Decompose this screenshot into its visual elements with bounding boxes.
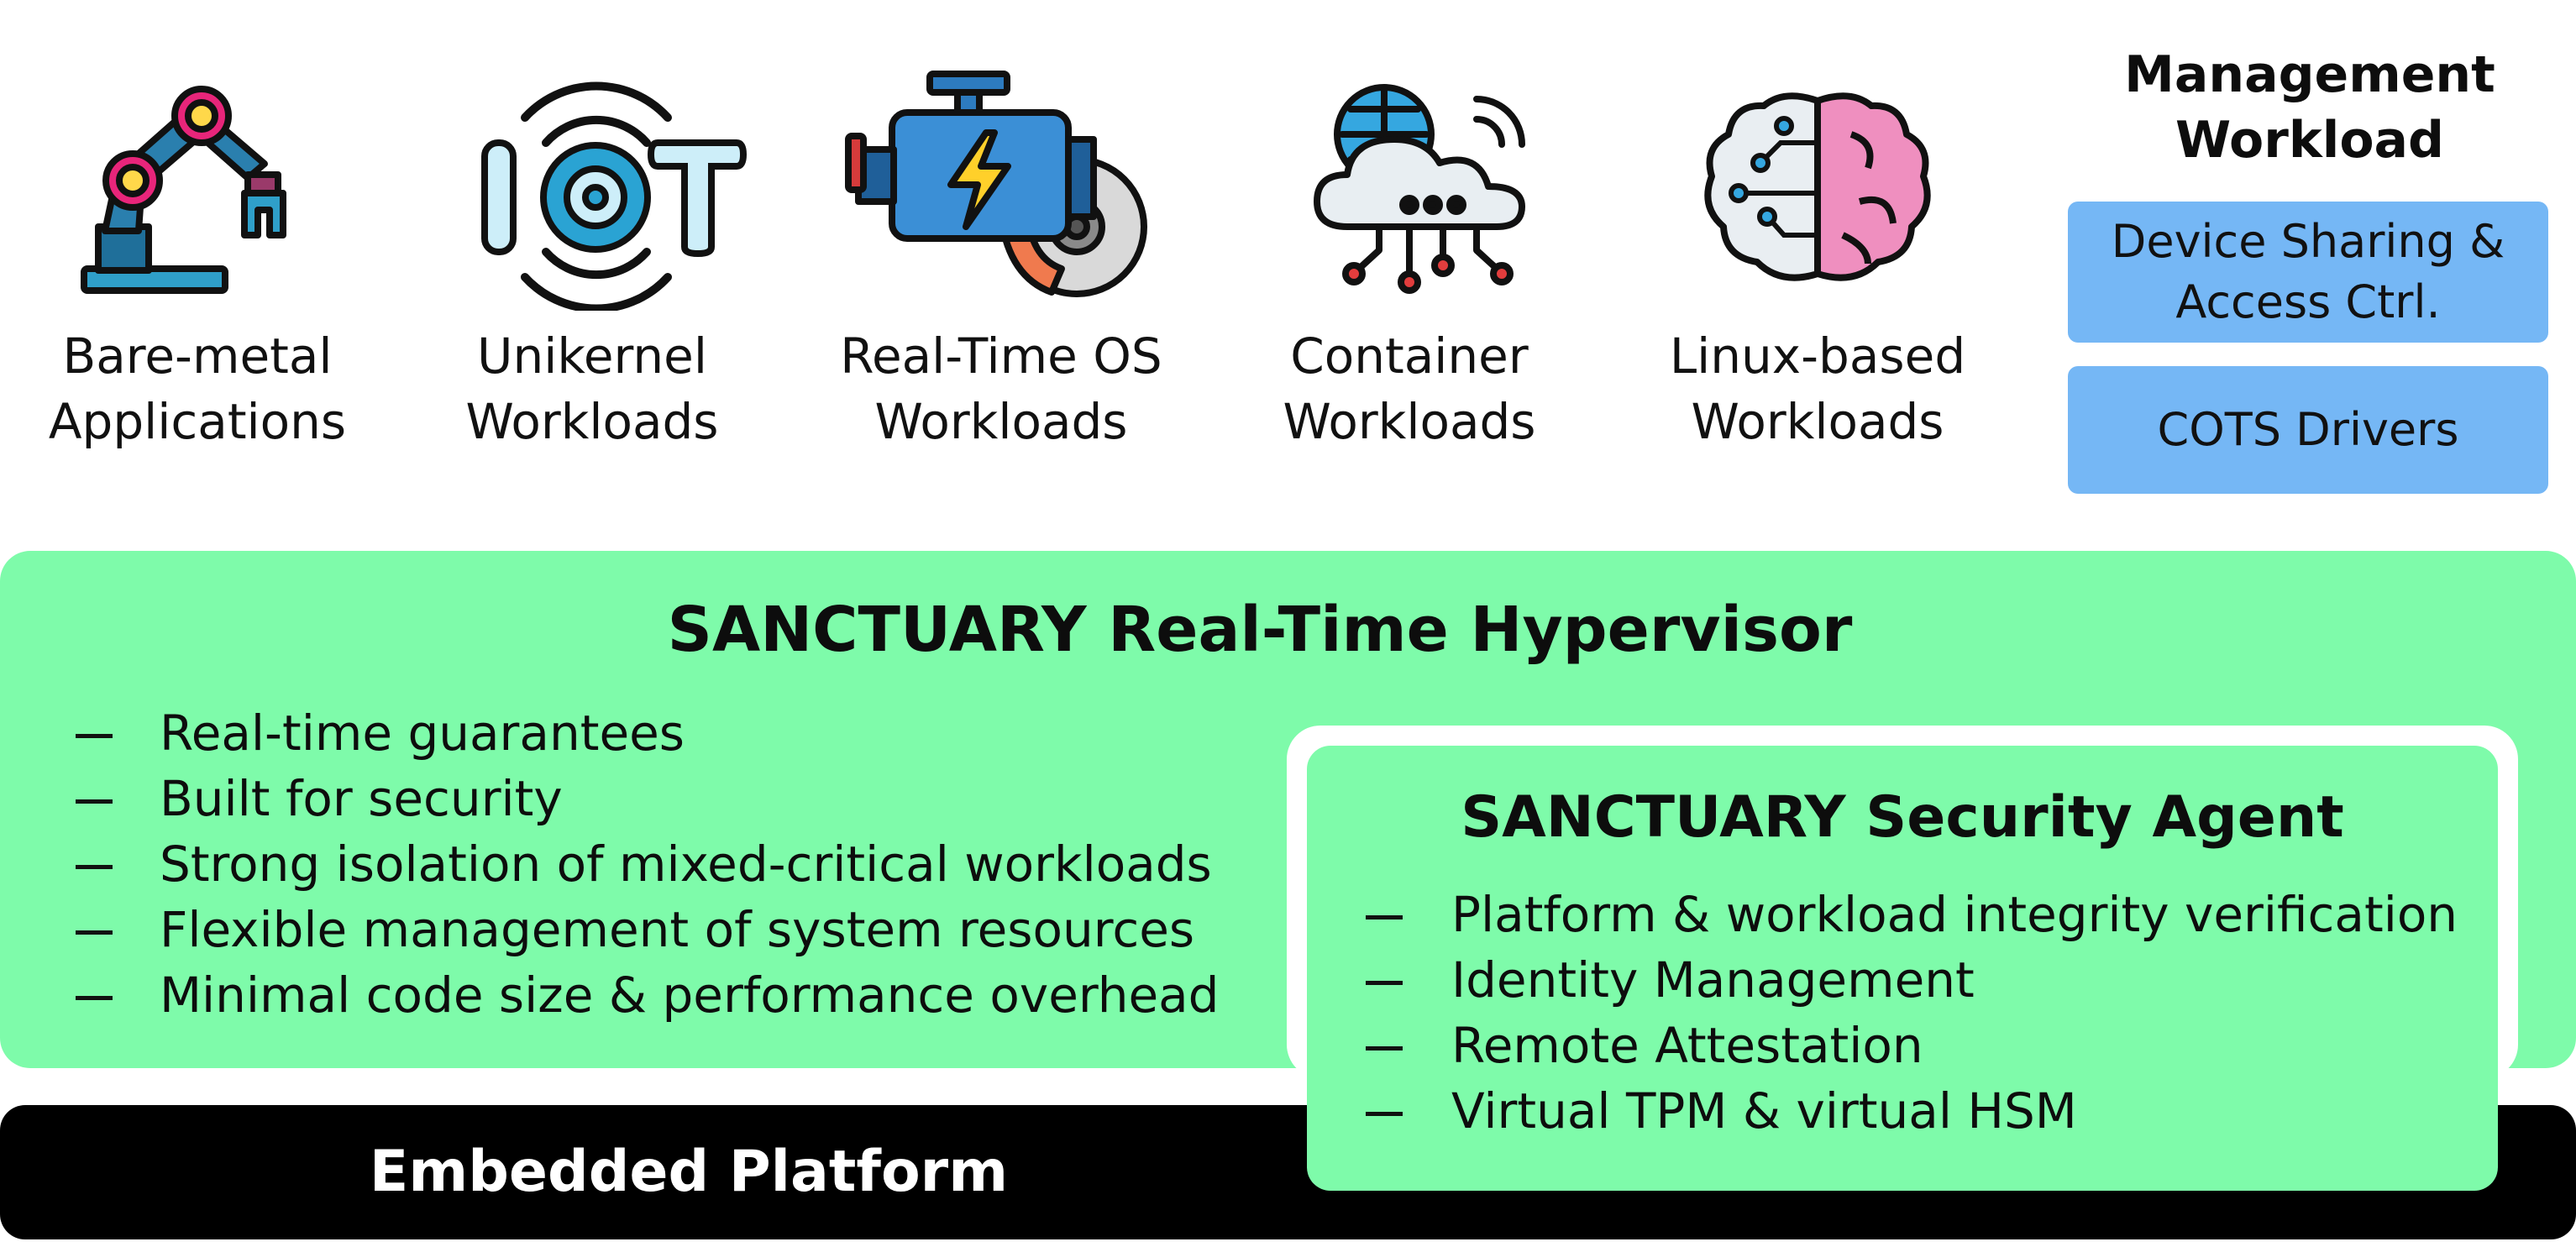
bullet-text: Strong isolation of mixed-critical workl… [160, 836, 1212, 893]
workload-label-line1: Container [1290, 327, 1529, 385]
embedded-platform-label: Embedded Platform [369, 1139, 1009, 1205]
dash-bullet [76, 734, 113, 738]
bullet-text: Platform & workload integrity verificati… [1451, 886, 2458, 943]
list-item: Platform & workload integrity verificati… [1366, 882, 2458, 947]
bullet-text: Flexible management of system resources [160, 901, 1195, 958]
workload-label-line1: Unikernel [477, 327, 707, 385]
management-title-line2: Workload [2175, 111, 2444, 170]
hypervisor-title: SANCTUARY Real-Time Hypervisor [667, 594, 1853, 666]
bullet-text: Built for security [160, 770, 563, 827]
brain-icon [1704, 92, 1931, 281]
workload-label-line2: Workloads [465, 393, 719, 450]
list-item: Strong isolation of mixed-critical workl… [76, 831, 1220, 897]
workload-label-line1: Bare-metal [62, 327, 333, 385]
bullet-text: Remote Attestation [1451, 1017, 1923, 1074]
management-title-line1: Management [2124, 45, 2495, 104]
engine-brake-icon [845, 71, 1147, 297]
security-agent-feature-list: Platform & workload integrity verificati… [1366, 882, 2458, 1144]
security-agent-title: SANCTUARY Security Agent [1461, 784, 2344, 851]
workload-label-line2: Workloads [1691, 393, 1944, 450]
list-item: Identity Management [1366, 947, 2458, 1013]
iot-icon [481, 81, 748, 311]
bullet-text: Virtual TPM & virtual HSM [1451, 1082, 2077, 1140]
dash-bullet [1366, 1046, 1403, 1051]
cloud-network-icon [1314, 84, 1525, 294]
bullet-text: Minimal code size & performance overhead [160, 967, 1220, 1024]
robot-arm-icon [81, 86, 286, 294]
management-workload-title: Management Workload [2066, 42, 2553, 173]
cots-drivers-box: COTS Drivers [2068, 366, 2548, 494]
dash-bullet [1366, 915, 1403, 920]
list-item: Remote Attestation [1366, 1013, 2458, 1078]
dash-bullet [76, 930, 113, 935]
list-item: Real-time guarantees [76, 700, 1220, 766]
device-sharing-line1: Device Sharing & [2111, 215, 2505, 268]
dash-bullet [76, 996, 113, 1000]
dash-bullet [1366, 981, 1403, 985]
workload-label-line2: Workloads [874, 393, 1128, 450]
dash-bullet [1366, 1112, 1403, 1116]
workload-label-line2: Applications [48, 393, 347, 450]
workload-label-line1: Real-Time OS [840, 327, 1162, 385]
workload-label-line2: Workloads [1283, 393, 1536, 450]
security-agent-box [1307, 746, 2498, 1191]
device-sharing-box: Device Sharing & Access Ctrl. [2068, 202, 2548, 343]
list-item: Minimal code size & performance overhead [76, 962, 1220, 1028]
list-item: Flexible management of system resources [76, 897, 1220, 962]
list-item: Built for security [76, 766, 1220, 831]
bullet-text: Identity Management [1451, 951, 1975, 1009]
cots-drivers-label: COTS Drivers [2157, 403, 2459, 456]
list-item: Virtual TPM & virtual HSM [1366, 1078, 2458, 1144]
dash-bullet [76, 799, 113, 804]
hypervisor-feature-list: Real-time guarantees Built for security … [76, 700, 1220, 1028]
dash-bullet [76, 865, 113, 869]
workload-label-line1: Linux-based [1669, 327, 1966, 385]
bullet-text: Real-time guarantees [160, 705, 685, 762]
device-sharing-line2: Access Ctrl. [2175, 275, 2441, 328]
